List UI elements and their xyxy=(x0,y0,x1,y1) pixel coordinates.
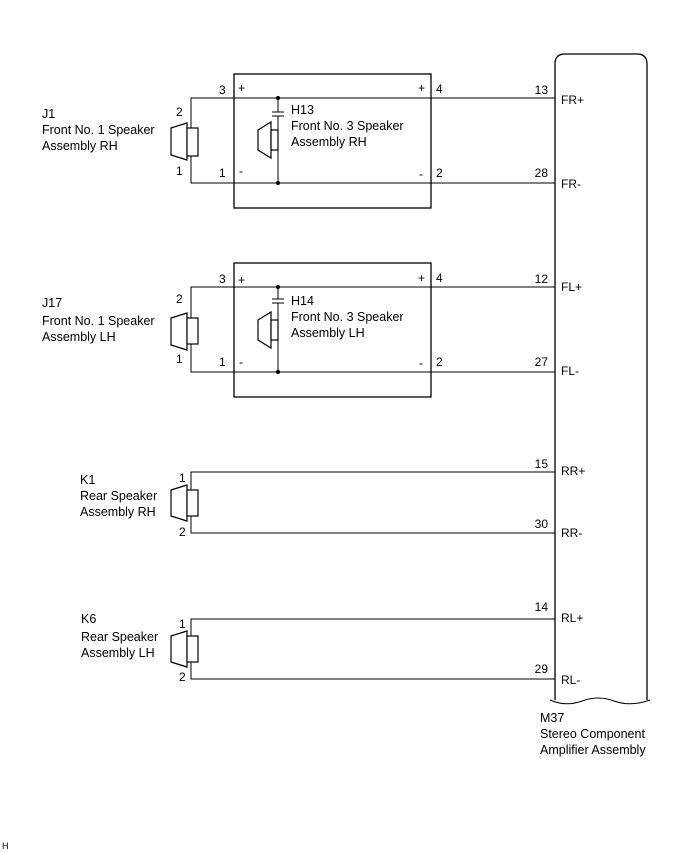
wire-rr-plus xyxy=(190,471,555,491)
minus-sign: - xyxy=(239,355,243,369)
terminal-fr-plus: 13 FR+ xyxy=(535,83,584,107)
pin-label: 1 xyxy=(179,617,186,631)
plus-sign: + xyxy=(238,273,245,287)
speaker-name-line2: Assembly RH xyxy=(80,505,156,519)
terminal-signal: RR- xyxy=(561,526,582,540)
circuit-front-left: + + - - 3 1 4 2 H14 Front No. 3 Speaker … xyxy=(42,262,555,398)
pin-label: 2 xyxy=(436,166,443,180)
speaker-name-line1: Front No. 1 Speaker xyxy=(42,314,155,328)
speaker-icon xyxy=(257,310,279,350)
terminal-pin: 14 xyxy=(535,600,549,614)
speaker-name-line1: Rear Speaker xyxy=(81,630,158,644)
terminal-signal: FL+ xyxy=(561,280,582,294)
terminal-rl-plus: 14 RL+ xyxy=(535,600,584,625)
circuit-front-right: + + - - 3 1 4 2 H13 Front No. 3 Speaker … xyxy=(42,73,555,209)
minus-sign: - xyxy=(419,167,423,181)
speaker-name-line2: Assembly LH xyxy=(81,646,155,660)
terminal-pin: 30 xyxy=(535,517,549,531)
terminal-signal: RL+ xyxy=(561,611,583,625)
tweeter-id: H13 xyxy=(291,103,314,117)
amplifier-break-line xyxy=(549,697,651,705)
tweeter-id: H14 xyxy=(291,294,314,308)
terminal-rr-minus: 30 RR- xyxy=(535,517,583,540)
pin-label: 2 xyxy=(176,105,183,119)
tweeter-name-line2: Assembly RH xyxy=(291,135,367,149)
terminal-fr-minus: 28 FR- xyxy=(535,166,581,191)
terminal-pin: 12 xyxy=(535,272,549,286)
amplifier-name-line2: Amplifier Assembly xyxy=(540,743,646,757)
speaker-icon xyxy=(170,122,199,161)
pin-label: 1 xyxy=(176,164,183,178)
terminal-signal: RR+ xyxy=(561,464,585,478)
amplifier-body xyxy=(554,53,648,700)
footer-mark: H xyxy=(2,841,9,851)
terminal-fl-plus: 12 FL+ xyxy=(535,272,582,294)
amplifier-id: M37 xyxy=(540,711,564,725)
speaker-icon xyxy=(170,312,199,351)
terminal-signal: FR- xyxy=(561,177,581,191)
pin-label: 2 xyxy=(179,525,186,539)
wire-rl-plus xyxy=(190,618,555,637)
terminal-pin: 27 xyxy=(535,355,549,369)
speaker-id: J17 xyxy=(42,296,62,310)
speaker-icon xyxy=(257,120,279,160)
circuit-rear-right: 1 2 K1 Rear Speaker Assembly RH xyxy=(80,471,555,539)
terminal-fl-minus: 27 FL- xyxy=(535,355,579,378)
pin-label: 2 xyxy=(176,292,183,306)
terminal-pin: 13 xyxy=(535,83,549,97)
speaker-id: K6 xyxy=(81,612,96,626)
terminal-rr-plus: 15 RR+ xyxy=(535,457,586,478)
minus-sign: - xyxy=(419,356,423,370)
pin-label: 1 xyxy=(176,352,183,366)
pin-label: 2 xyxy=(179,670,186,684)
speaker-name-line1: Rear Speaker xyxy=(80,489,157,503)
pin-label: 4 xyxy=(436,271,443,285)
pin-label: 3 xyxy=(219,272,226,286)
speaker-name-line2: Assembly RH xyxy=(42,139,118,153)
circuit-rear-left: 1 2 K6 Rear Speaker Assembly LH xyxy=(81,612,555,684)
pin-label: 4 xyxy=(436,82,443,96)
pin-label: 1 xyxy=(219,355,226,369)
wire-rr-minus xyxy=(190,515,555,534)
wire-rl-minus xyxy=(190,661,555,680)
speaker-name-line2: Assembly LH xyxy=(42,330,116,344)
speaker-name-line1: Front No. 1 Speaker xyxy=(42,123,155,137)
tweeter-name-line1: Front No. 3 Speaker xyxy=(291,119,404,133)
terminal-rl-minus: 29 RL- xyxy=(535,662,581,687)
plus-sign: + xyxy=(238,81,245,95)
speaker-id: K1 xyxy=(80,473,95,487)
speaker-icon xyxy=(170,484,199,522)
terminal-signal: RL- xyxy=(561,673,580,687)
tweeter-box-h13 xyxy=(233,73,432,209)
terminal-signal: FL- xyxy=(561,364,579,378)
terminal-signal: FR+ xyxy=(561,93,584,107)
tweeter-name-line1: Front No. 3 Speaker xyxy=(291,310,404,324)
tweeter-name-line2: Assembly LH xyxy=(291,326,365,340)
minus-sign: - xyxy=(239,164,243,178)
pin-label: 1 xyxy=(219,166,226,180)
wire-fr-minus xyxy=(190,155,555,184)
terminal-pin: 28 xyxy=(535,166,549,180)
tweeter-box-h14 xyxy=(233,262,432,398)
pin-label: 1 xyxy=(179,471,186,485)
pin-label: 3 xyxy=(219,83,226,97)
plus-sign: + xyxy=(418,271,425,285)
wire-fl-minus xyxy=(190,343,555,373)
pin-label: 2 xyxy=(436,355,443,369)
terminal-pin: 29 xyxy=(535,662,549,676)
plus-sign: + xyxy=(418,81,425,95)
speaker-id: J1 xyxy=(42,107,55,121)
terminal-pin: 15 xyxy=(535,457,549,471)
amplifier-name-line1: Stereo Component xyxy=(540,727,645,741)
speaker-icon xyxy=(170,630,199,668)
